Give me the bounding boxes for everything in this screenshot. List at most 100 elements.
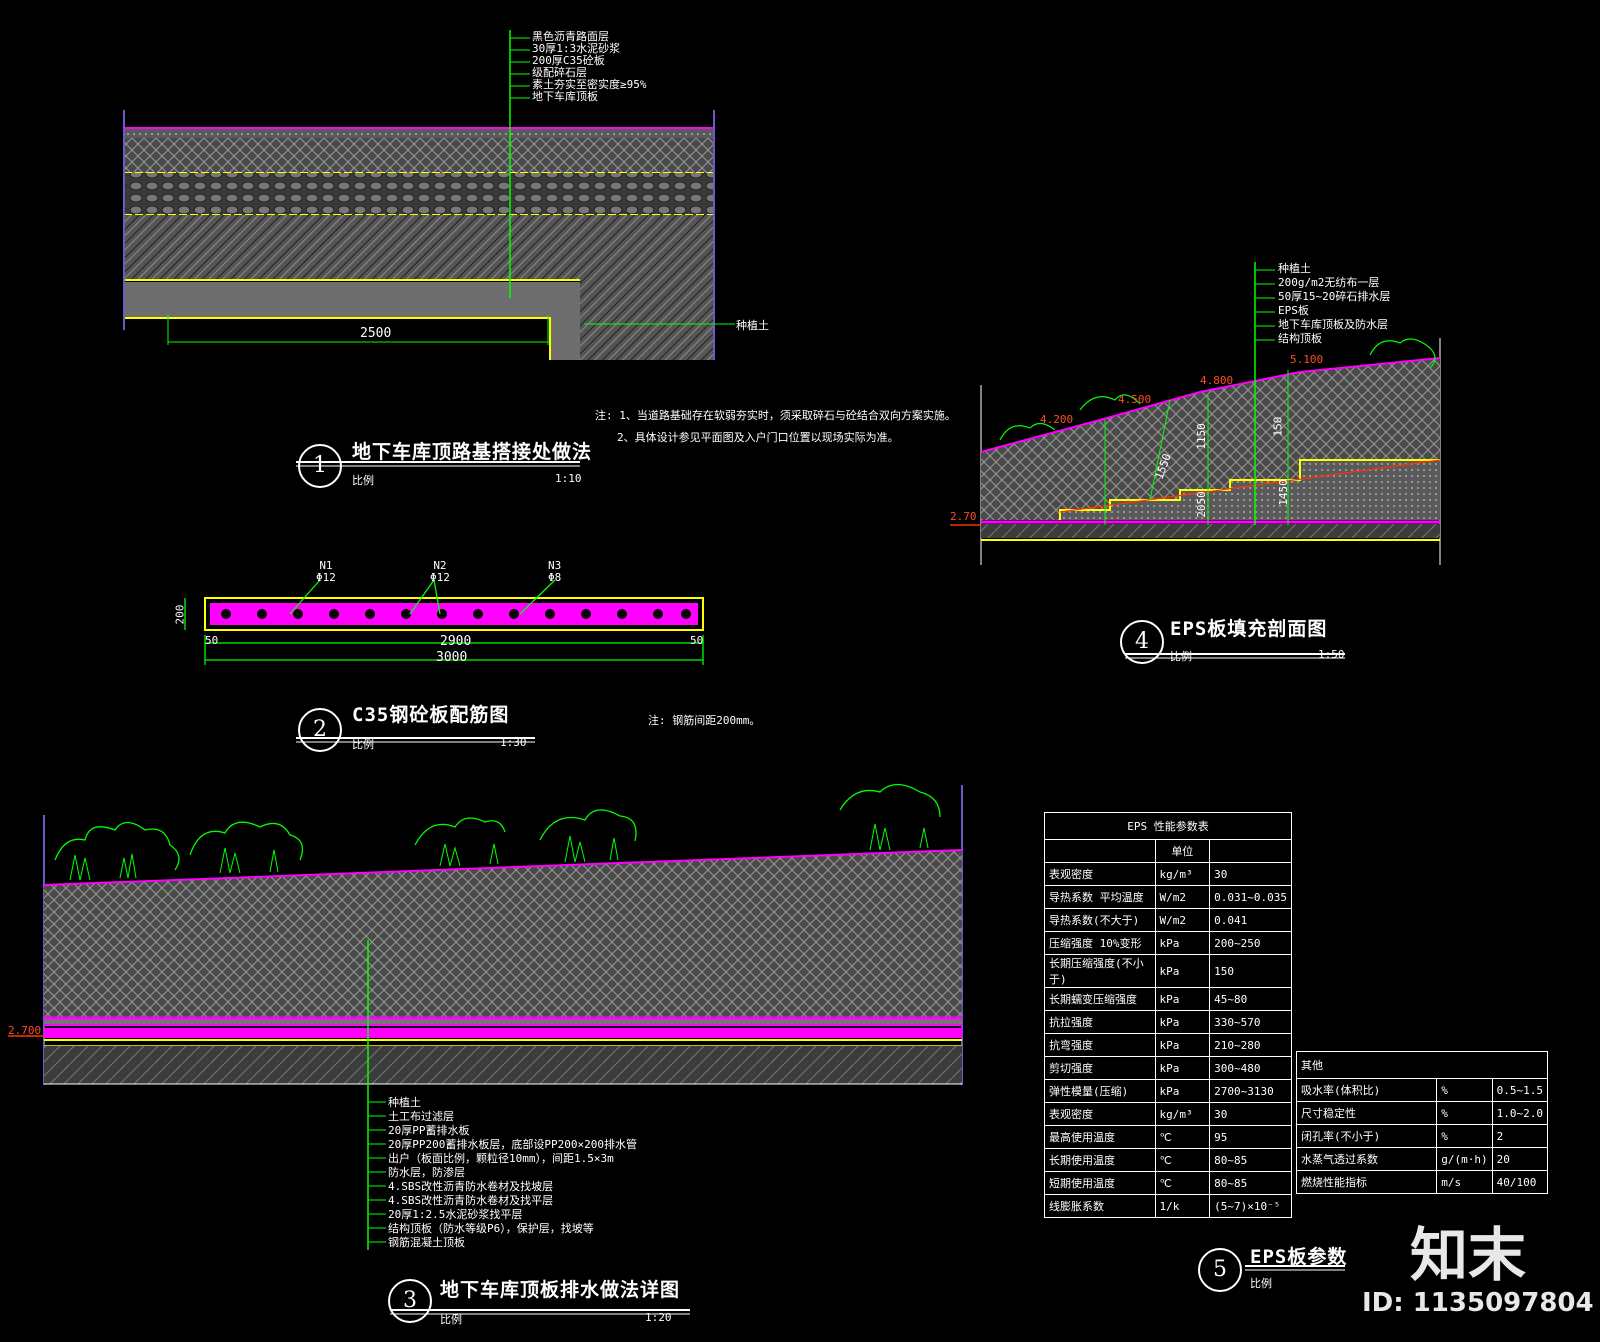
d4-title: EPS板填充剖面图 xyxy=(1170,618,1328,640)
d4-number-badge: 4 xyxy=(1120,620,1164,664)
d1-title: 地下车库顶路基搭接处做法 xyxy=(352,441,593,463)
d3-layer-label: 防水层，防渗层 xyxy=(388,1166,465,1179)
d1-note-2: 2、具体设计参见平面图及入户门口位置以现场实际为准。 xyxy=(617,431,899,444)
table-row: 尺寸稳定性%1.0~2.0 xyxy=(1295,1101,1549,1125)
detail1-section xyxy=(123,30,735,467)
d3-layer-label: 结构顶板（防水等级P6），保护层，找坡等 xyxy=(388,1222,594,1235)
d2-slab-outline xyxy=(204,597,704,631)
d1-layer-label: 地下车库顶板 xyxy=(532,90,598,103)
d1-layer-label: 30厚1:3水泥砂浆 xyxy=(532,42,621,55)
d2-scale-label: 比例 xyxy=(352,738,374,751)
d2-note: 注: 钢筋间距200mm。 xyxy=(648,714,761,727)
d3-number-badge: 3 xyxy=(388,1279,432,1323)
d4-layer-label: EPS板 xyxy=(1278,304,1309,317)
d2-dim-edge-left: 50 xyxy=(205,634,219,647)
d5-title: EPS板参数 xyxy=(1250,1246,1348,1268)
d4-layer-callouts: 种植土 200g/m2无纺布一层 50厚15~20碎石排水层 EPS板 地下车库… xyxy=(1278,262,1390,346)
d2-dim-inner: 2900 xyxy=(440,634,472,649)
d3-title: 地下车库顶板排水做法详图 xyxy=(440,1279,681,1301)
d3-layer-label: 4.SBS改性沥青防水卷材及找坡层 xyxy=(388,1180,554,1193)
d3-layer-label: 20厚PP200蓄排水板层，底部设PP200×200排水管 xyxy=(388,1138,637,1151)
d5-col-unit: 单位 xyxy=(1154,839,1211,863)
d3-layer-label: 钢筋混凝土顶板 xyxy=(388,1236,465,1249)
d2-number-badge: 2 xyxy=(298,708,342,752)
asset-id-label: ID: 1135097804 xyxy=(1362,1288,1594,1318)
d3-structural-slab xyxy=(44,1046,962,1084)
d2-dim-total: 3000 xyxy=(436,650,468,665)
d1-layer-label: 级配碎石层 xyxy=(532,66,587,79)
d4-elevation-3: 4.500 xyxy=(1118,393,1152,406)
d1-pavement-layer xyxy=(124,128,714,138)
d4-layer-label: 种植土 xyxy=(1278,262,1311,275)
d4-dim-1: 150 xyxy=(1271,416,1285,437)
d3-layer-label: 种植土 xyxy=(388,1096,421,1109)
d3-layer-label: 土工布过滤层 xyxy=(388,1110,454,1123)
d3-layer-label: 出户（板面比例，颗粒径10mm），间距1.5×3m xyxy=(388,1152,614,1165)
d4-layer-label: 50厚15~20碎石排水层 xyxy=(1278,290,1391,303)
d1-number-badge: 1 xyxy=(298,444,342,488)
d1-layer-callouts: 黑色沥青路面层 30厚1:3水泥砂浆 200厚C35砼板 级配碎石层 素土夯实至… xyxy=(532,31,647,103)
d1-layer-label: 200厚C35砼板 xyxy=(532,54,605,67)
table-row: 闭孔率(不小于)%2 xyxy=(1295,1124,1549,1148)
d1-notes: 注: 1、当道路基础存在软弱夯实时，须采取碎石与砼结合双向方案实施。 2、具体设… xyxy=(595,405,956,449)
d4-elevation-2: 4.200 xyxy=(1040,413,1074,426)
d1-callout-right: 种植土 xyxy=(736,319,769,332)
d4-eps-blocks xyxy=(1060,460,1440,520)
d4-dim-5: 1450 xyxy=(1276,479,1290,506)
table-row: 吸水率(体积比)%0.5~1.5 xyxy=(1295,1078,1549,1102)
d3-scale: 1:20 xyxy=(645,1311,672,1324)
detail4-section xyxy=(950,262,1441,1271)
d2-dim-height: 200 xyxy=(173,604,187,625)
d5-other-table: 其他 吸水率(体积比)%0.5~1.5 尺寸稳定性%1.0~2.0 闭孔率(不小… xyxy=(1295,1051,1549,1194)
d4-elevation-5: 5.100 xyxy=(1290,353,1324,366)
d1-layer-label: 素土夯实至密实度≥95% xyxy=(532,78,647,91)
d1-gravel-layer xyxy=(124,173,714,215)
d2-rebar-band xyxy=(210,603,698,625)
d3-layer-callouts: 种植土 土工布过滤层 20厚PP蓄排水板 20厚PP200蓄排水板层，底部设PP… xyxy=(388,1096,637,1250)
d3-elevation: 2.700 xyxy=(8,1024,42,1037)
d5-table2-header: 其他 xyxy=(1296,1051,1548,1079)
d4-scale: 1:50 xyxy=(1318,648,1345,661)
d4-layer-label: 200g/m2无纺布一层 xyxy=(1278,276,1380,289)
d3-planting-soil xyxy=(44,850,962,1018)
d2-title: C35钢砼板配筋图 xyxy=(352,704,510,726)
d1-concrete-layer xyxy=(124,138,714,173)
d4-elevation-4: 4.800 xyxy=(1200,374,1234,387)
d1-dimension-text: 2500 xyxy=(360,326,392,341)
d3-layer-label: 20厚PP蓄排水板 xyxy=(388,1124,470,1137)
d4-dim-3: 2050 xyxy=(1194,491,1208,518)
d4-scale-label: 比例 xyxy=(1170,650,1192,663)
d1-note-1: 注: 1、当道路基础存在软弱夯实时，须采取碎石与砼结合双向方案实施。 xyxy=(595,409,956,422)
d2-dim-edge-right: 50 xyxy=(690,634,704,647)
d5-table-header: EPS 性能参数表 xyxy=(1044,812,1292,840)
d5-scale-label: 比例 xyxy=(1250,1277,1272,1290)
d3-drainage-board xyxy=(44,1028,962,1038)
d2-scale: 1:30 xyxy=(500,736,527,749)
d3-layer-label: 4.SBS改性沥青防水卷材及找平层 xyxy=(388,1194,554,1207)
d1-subgrade-layer xyxy=(124,215,714,280)
d3-scale-label: 比例 xyxy=(440,1313,462,1326)
d3-shrubs xyxy=(54,783,941,871)
brand-watermark: 知末 xyxy=(1410,1221,1527,1289)
